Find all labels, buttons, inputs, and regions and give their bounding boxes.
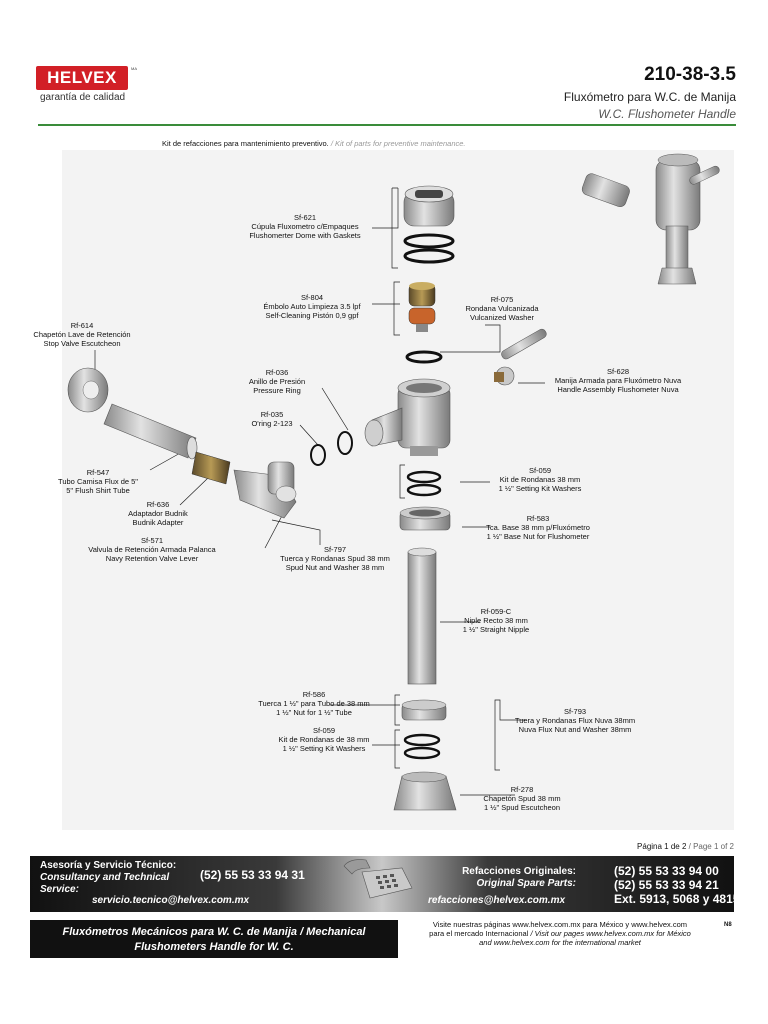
flushometer-body-part [364,378,451,456]
visit-websites: Visite nuestras páginas www.helvex.com.m… [429,920,691,947]
product-line-1: Fluxómetros Mecánicos para W. C. de Mani… [62,926,366,938]
product-line-2: Flushometers Handle for W. C. [134,941,294,953]
product-line-box: Fluxómetros Mecánicos para W. C. de Mani… [30,920,398,958]
pressure-ring-part [337,431,353,455]
telephone-icon [343,859,413,899]
service-title: Asesoría y Servicio Técnico: Consultancy… [40,860,177,895]
kit-intro-en: / Kit of parts for preventive maintenanc… [328,139,466,148]
vulcanized-washer-part [405,350,443,364]
flush-shirt-tube-part [103,403,197,459]
spare-parts-title: Refacciones Originales: Original Spare P… [462,866,576,889]
tube-nut-part [401,699,447,721]
document-code: 210-38-3.5 [644,64,736,85]
corner-code: N8 [724,922,732,928]
stop-valve-escutcheon-part [67,367,109,413]
helvex-logo: HELVEX [36,66,128,90]
dome-part [403,185,455,264]
spare-parts-email[interactable]: refacciones@helvex.com.mx [428,895,566,906]
kit-intro-es: Kit de refacciones para mantenimiento pr… [162,139,329,148]
logo-trademark: MA [131,66,137,71]
spare-parts-phones: (52) 55 53 33 94 00 (52) 55 53 33 94 21 … [614,864,740,906]
title-spanish: Fluxómetro para W.C. de Manija [563,90,736,104]
header-rule [38,124,736,126]
logo-tagline: garantía de calidad [40,92,126,103]
title-english: W.C. Flushometer Handle [598,107,736,121]
spud-escutcheon-part [393,771,457,811]
service-phone: (52) 55 53 33 94 31 [200,868,305,882]
base-nut-part [399,506,451,531]
straight-nipple-part [407,547,437,685]
setting-washer-lower-part [403,733,441,747]
page-number: Página 1 de 2 / Page 1 of 2 [637,842,734,851]
budnik-adapter-part [191,451,231,485]
assembled-flushometer-illustration [581,153,720,285]
oring-part [310,444,326,466]
piston-part [408,282,436,332]
kit-intro: Kit de refacciones para mantenimiento pr… [162,139,466,148]
handle-assembly-part [494,328,547,386]
service-email[interactable]: servicio.tecnico@helvex.com.mx [92,895,250,906]
retention-valve-part [233,461,297,519]
exploded-diagram-area [62,150,734,830]
setting-washer-part [406,470,442,484]
